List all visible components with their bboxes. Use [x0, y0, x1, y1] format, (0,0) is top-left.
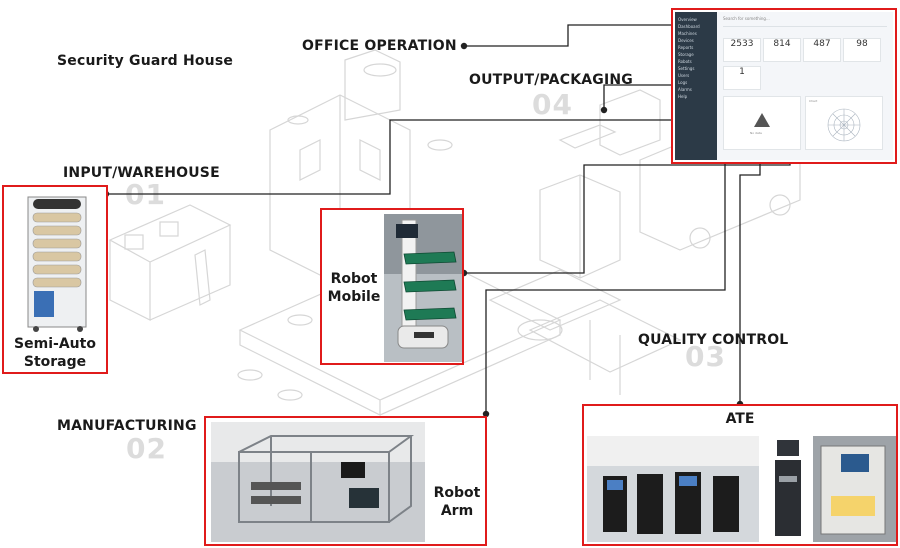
stat-card: 2533	[723, 38, 761, 62]
dashboard-sidebar: Overview Dashboard Machines Devices Repo…	[675, 12, 717, 160]
sidebar-item: Devices	[678, 38, 694, 43]
ate-photos	[587, 436, 896, 542]
dashboard-search: Search for something...	[723, 16, 887, 27]
zone-label-output-packaging: OUTPUT/PACKAGING	[469, 72, 633, 88]
stat-card: 1	[723, 66, 761, 90]
sidebar-item: Machines	[678, 31, 697, 36]
robot-mobile-panel[interactable]: Robot Mobile	[320, 208, 464, 365]
storage-panel[interactable]: Semi-Auto Storage	[2, 185, 108, 374]
connector-output	[603, 84, 674, 110]
zone-number-02: 02	[126, 432, 167, 465]
dashboard-panel-left: No data	[723, 96, 801, 150]
dashboard-panel-right: Chart	[805, 96, 883, 150]
connector-ate	[739, 162, 761, 404]
zone-label-manufacturing: MANUFACTURING	[57, 418, 197, 434]
sidebar-item: Robots	[678, 59, 692, 64]
zone-label-office-operation: OFFICE OPERATION	[302, 38, 457, 54]
sidebar-item: Storage	[678, 52, 694, 57]
stat-card: 487	[803, 38, 841, 62]
sidebar-item: Overview	[678, 17, 697, 22]
zone-number-04: 04	[532, 88, 573, 121]
robot-arm-panel[interactable]: Robot Arm	[204, 416, 487, 546]
warning-icon	[754, 113, 770, 127]
radar-chart-icon	[827, 108, 861, 142]
robot-mobile-caption: Robot Mobile	[327, 271, 381, 305]
connector-dot-robot-arm	[482, 410, 490, 418]
robot-mobile-photo	[384, 214, 462, 362]
sidebar-item: Alarms	[678, 87, 692, 92]
dashboard-main: Search for something... 2533 814 487 98 …	[717, 12, 893, 160]
sidebar-item: Dashboard	[678, 24, 700, 29]
connector-dot-output	[600, 106, 608, 114]
stat-card: 814	[763, 38, 801, 62]
dashboard-panel[interactable]: Overview Dashboard Machines Devices Repo…	[671, 8, 897, 164]
connector-robot-arm	[485, 162, 726, 414]
connector-robot-mobile	[464, 162, 791, 274]
sidebar-item: Help	[678, 94, 688, 99]
connector-office	[464, 24, 674, 47]
storage-rack-photo	[27, 196, 87, 332]
robot-arm-photo	[211, 422, 425, 542]
connector-dot-office	[460, 42, 468, 50]
dashboard-screenshot: Overview Dashboard Machines Devices Repo…	[675, 12, 893, 160]
zone-label-input-warehouse: INPUT/WAREHOUSE	[63, 165, 220, 181]
ate-caption: ATE	[725, 411, 755, 427]
sidebar-item: Logs	[678, 80, 688, 85]
zone-number-03: 03	[685, 340, 726, 373]
storage-caption: Semi-Auto Storage	[14, 336, 96, 370]
sidebar-item: Settings	[678, 66, 695, 71]
sidebar-item: Reports	[678, 45, 694, 50]
zone-label-quality-control: QUALITY CONTROL	[638, 332, 789, 348]
sidebar-item: Users	[678, 73, 690, 78]
robot-arm-caption: Robot Arm	[433, 485, 481, 519]
zone-label-security-guard-house: Security Guard House	[57, 53, 234, 69]
connector-input	[106, 119, 674, 195]
ate-panel[interactable]: ATE	[582, 404, 898, 546]
stat-card: 98	[843, 38, 881, 62]
